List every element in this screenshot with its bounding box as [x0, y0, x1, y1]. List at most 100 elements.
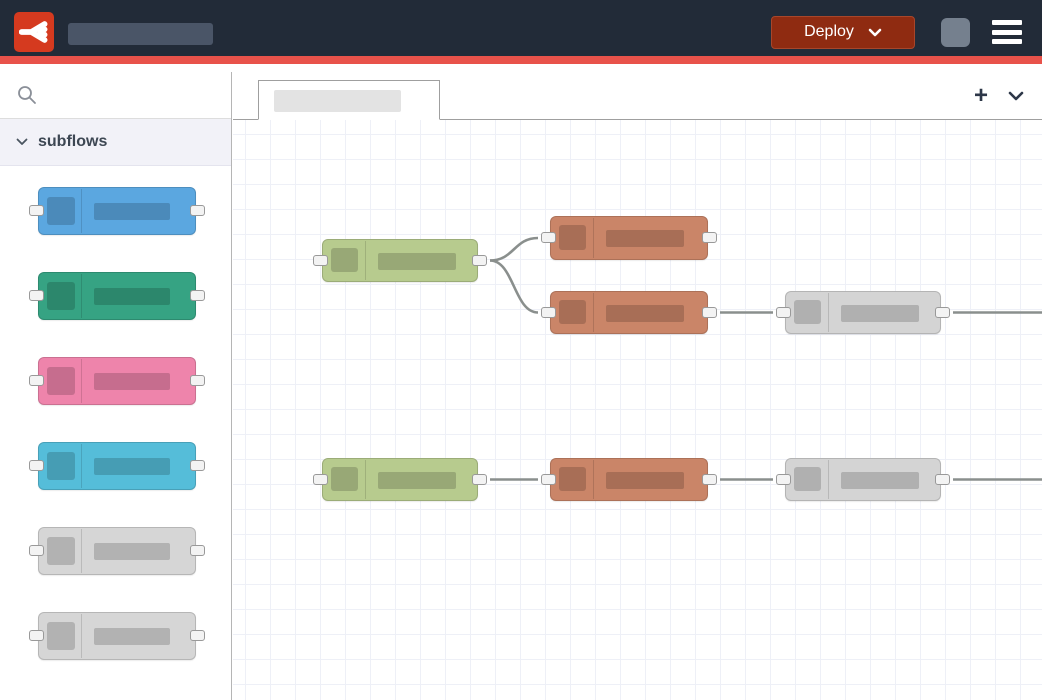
node-label-placeholder: [606, 471, 684, 489]
node-separator: [81, 444, 82, 488]
add-flow-button[interactable]: +: [970, 84, 992, 108]
flow-salmon-1-node[interactable]: [541, 216, 717, 260]
subflow-gray-2-node[interactable]: [29, 612, 205, 660]
node-separator: [81, 274, 82, 318]
node-icon: [47, 622, 75, 650]
main-menu-button[interactable]: [992, 20, 1022, 44]
node-label-placeholder: [606, 304, 684, 322]
header-title-placeholder: [68, 23, 213, 45]
node-output-port[interactable]: [935, 306, 950, 318]
flow-salmon-2-node[interactable]: [541, 291, 717, 334]
node-separator: [81, 529, 82, 573]
subflow-gray-1-node[interactable]: [29, 527, 205, 575]
subflow-pink-node[interactable]: [29, 357, 205, 405]
node-label-placeholder: [94, 203, 170, 220]
node-label-placeholder: [94, 458, 170, 475]
node-input-port[interactable]: [776, 473, 791, 485]
node-separator: [828, 293, 829, 332]
node-separator: [81, 614, 82, 658]
node-output-port[interactable]: [702, 473, 717, 485]
node-output-port[interactable]: [190, 545, 205, 556]
node-input-port[interactable]: [29, 545, 44, 556]
flow-green-2-node[interactable]: [313, 458, 487, 501]
node-output-port[interactable]: [702, 232, 717, 243]
deploy-chevron-down-icon[interactable]: [868, 28, 882, 37]
node-icon: [47, 537, 75, 565]
subflow-cyan-node[interactable]: [29, 442, 205, 490]
flow-list-button[interactable]: [1008, 91, 1024, 101]
node-label-placeholder: [841, 304, 919, 322]
node-red-logo-icon: [19, 21, 48, 43]
palette-list: [0, 166, 231, 660]
node-separator: [593, 293, 594, 332]
node-input-port[interactable]: [29, 460, 44, 471]
flow-wires: [489, 236, 1042, 481]
node-input-port[interactable]: [29, 375, 44, 386]
node-icon: [794, 300, 821, 324]
palette-section-subflows[interactable]: subflows: [0, 118, 231, 166]
node-icon: [559, 300, 586, 324]
node-output-port[interactable]: [190, 290, 205, 301]
node-icon: [47, 282, 75, 310]
node-label-placeholder: [606, 230, 684, 247]
flow-canvas[interactable]: [233, 120, 1042, 700]
hamburger-icon: [992, 20, 1022, 25]
subflow-blue-node[interactable]: [29, 187, 205, 235]
search-icon: [18, 86, 36, 104]
node-separator: [593, 460, 594, 499]
node-output-port[interactable]: [190, 205, 205, 216]
palette-search[interactable]: [0, 72, 231, 118]
node-icon: [47, 367, 75, 395]
flow-wire[interactable]: [489, 259, 539, 314]
node-separator: [365, 241, 366, 280]
node-label-placeholder: [841, 471, 919, 489]
deploy-button[interactable]: Deploy: [771, 15, 915, 49]
node-icon: [331, 467, 358, 491]
node-separator: [365, 460, 366, 499]
flow-tab-label-placeholder: [274, 90, 401, 112]
deploy-button-label: Deploy: [804, 23, 854, 40]
node-label-placeholder: [378, 471, 456, 489]
node-input-port[interactable]: [541, 306, 556, 318]
chevron-down-icon: [16, 138, 28, 145]
node-input-port[interactable]: [541, 232, 556, 243]
node-output-port[interactable]: [702, 306, 717, 318]
node-input-port[interactable]: [313, 473, 328, 485]
node-input-port[interactable]: [313, 254, 328, 266]
node-input-port[interactable]: [29, 290, 44, 301]
node-input-port[interactable]: [29, 630, 44, 641]
palette-section-label: subflows: [38, 133, 108, 150]
flow-salmon-3-node[interactable]: [541, 458, 717, 501]
node-separator: [828, 460, 829, 499]
node-label-placeholder: [94, 373, 170, 390]
flow-tab[interactable]: [258, 80, 440, 120]
flow-gray-2-node[interactable]: [776, 458, 950, 501]
node-output-port[interactable]: [190, 375, 205, 386]
node-label-placeholder: [94, 543, 170, 560]
chevron-down-icon: [1008, 91, 1024, 101]
user-avatar[interactable]: [941, 17, 970, 47]
flow-wire[interactable]: [489, 236, 539, 262]
node-input-port[interactable]: [776, 306, 791, 318]
flow-gray-1-node[interactable]: [776, 291, 950, 334]
node-label-placeholder: [94, 628, 170, 645]
node-separator: [81, 189, 82, 233]
node-separator: [81, 359, 82, 403]
node-output-port[interactable]: [190, 630, 205, 641]
node-output-port[interactable]: [472, 254, 487, 266]
workspace-tab-bar: +: [233, 72, 1042, 120]
node-icon: [559, 225, 586, 250]
node-output-port[interactable]: [935, 473, 950, 485]
node-separator: [593, 218, 594, 258]
node-icon: [47, 197, 75, 225]
node-input-port[interactable]: [541, 473, 556, 485]
node-label-placeholder: [378, 252, 456, 270]
node-icon: [331, 248, 358, 272]
node-icon: [47, 452, 75, 480]
subflow-green-node[interactable]: [29, 272, 205, 320]
node-output-port[interactable]: [190, 460, 205, 471]
node-red-logo[interactable]: [14, 12, 54, 52]
node-input-port[interactable]: [29, 205, 44, 216]
node-output-port[interactable]: [472, 473, 487, 485]
flow-green-1-node[interactable]: [313, 239, 487, 282]
